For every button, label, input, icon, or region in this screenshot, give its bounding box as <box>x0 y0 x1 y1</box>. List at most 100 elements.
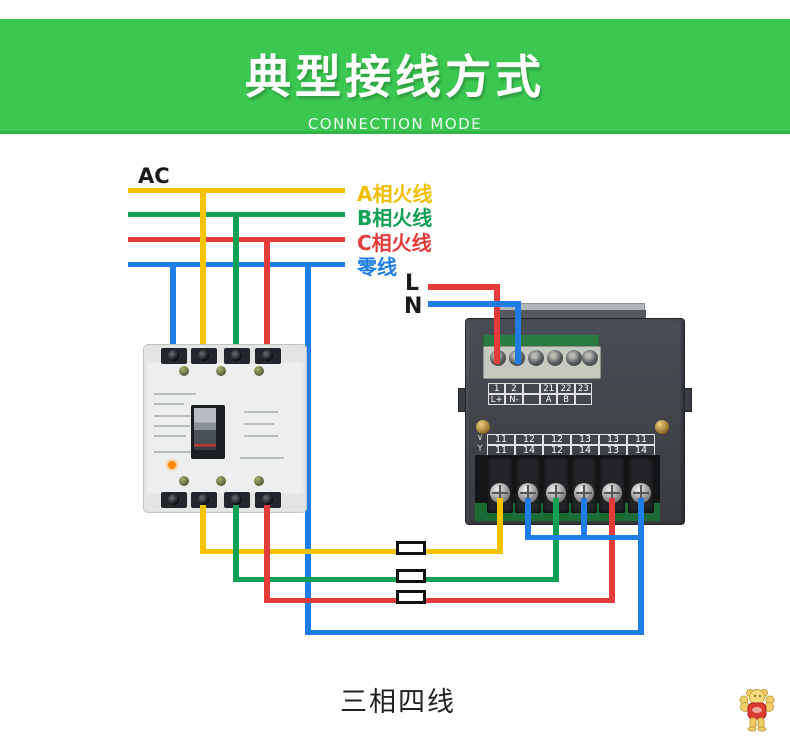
breaker-marking <box>154 451 194 453</box>
table-cell: 23 <box>574 383 592 394</box>
table-cell: B <box>557 394 575 405</box>
table-cell <box>574 394 592 405</box>
neutral-return-wire <box>305 630 644 635</box>
breaker-screw <box>254 476 264 486</box>
ct-a-wire <box>497 498 503 554</box>
ct-a-wire <box>200 505 206 554</box>
breaker-screw <box>179 366 189 376</box>
ct-terminal-screw-1 <box>490 483 510 503</box>
common-jumper-wire <box>525 535 644 540</box>
delta-symbol: ∨ <box>476 433 484 443</box>
l-wire <box>428 284 500 290</box>
table-cell: 21 <box>540 383 558 394</box>
ct-b-wire <box>233 505 239 582</box>
table-cell: 12 <box>515 434 543 445</box>
breaker-marking <box>154 415 192 417</box>
breaker-indicator-dot <box>168 461 176 469</box>
meter-upper-terminal-table: 1 2 21 22 23 L+ N- A B <box>488 383 592 405</box>
phase-a-label: A相火线 <box>357 182 433 206</box>
case-screw-left <box>476 420 490 434</box>
breaker-bottom-terminal-4 <box>255 492 281 508</box>
breaker-bottom-terminal-2 <box>191 492 217 508</box>
breaker-screw <box>179 476 189 486</box>
table-cell: 11 <box>487 434 515 445</box>
breaker-marking <box>244 423 274 425</box>
breaker-top-terminal-2 <box>191 348 217 364</box>
circuit-breaker <box>143 344 307 513</box>
meter-ct-terminal-table: 11 12 12 13 13 11 11 14 12 14 13 14 <box>487 434 655 456</box>
breaker-marking <box>154 425 190 427</box>
aux-terminal-5 <box>566 350 582 366</box>
aux-terminal-3 <box>528 350 544 366</box>
breaker-toggle-window <box>191 405 225 459</box>
n-wire <box>428 301 521 307</box>
wiring-mode-symbols: ∨ Y <box>474 433 486 455</box>
common-jumper-wire <box>525 498 531 540</box>
breaker-marking <box>154 403 184 405</box>
neutral-bypass-wire <box>305 262 311 635</box>
table-cell: A <box>540 394 558 405</box>
caption-three-phase-four-wire: 三相四线 <box>340 687 456 718</box>
breaker-bottom-terminal-1 <box>161 492 187 508</box>
n-terminal-label: N <box>404 294 423 319</box>
common-jumper-wire <box>581 498 587 540</box>
breaker-screw <box>216 476 226 486</box>
ct-terminal-screw-6 <box>631 483 651 503</box>
ct-c-wire <box>609 498 615 603</box>
ct-c-wire <box>264 505 270 603</box>
n-wire <box>515 301 521 364</box>
table-cell: 2 <box>505 383 523 394</box>
header-banner: 典型接线方式 CONNECTION MODE <box>0 19 790 134</box>
ct-terminal-screw-4 <box>574 483 594 503</box>
neutral-label: 零线 <box>357 255 397 279</box>
drop-b-wire <box>233 212 239 358</box>
drop-c-wire <box>264 237 270 358</box>
neutral-return-wire <box>638 498 644 635</box>
table-cell: 1 <box>488 383 506 394</box>
power-meter-rear: 1 2 21 22 23 L+ N- A B ∨ Y 11 12 12 13 1… <box>458 303 692 525</box>
table-cell: 22 <box>557 383 575 394</box>
case-screw-right <box>655 420 669 434</box>
mascot-bear-logo <box>739 689 775 732</box>
breaker-top-terminal-1 <box>161 348 187 364</box>
breaker-screw <box>216 366 226 376</box>
page-title: 典型接线方式 <box>245 50 545 104</box>
aux-terminal-4 <box>547 350 563 366</box>
ac-label: AC <box>138 164 170 188</box>
breaker-screw <box>254 366 264 376</box>
table-cell <box>522 383 540 394</box>
breaker-marking <box>244 411 278 413</box>
phase-b-label: B相火线 <box>357 206 433 230</box>
breaker-top-terminal-4 <box>255 348 281 364</box>
table-cell: 13 <box>571 434 599 445</box>
table-cell <box>522 394 540 405</box>
ct-terminal-screw-3 <box>546 483 566 503</box>
page-subtitle: CONNECTION MODE <box>307 115 483 133</box>
breaker-marking <box>154 393 196 395</box>
ct-b-wire <box>553 498 559 582</box>
drop-n-wire <box>170 262 176 358</box>
table-cell: L+ <box>488 394 506 405</box>
l-wire <box>494 284 500 364</box>
ct-terminal-screw-5 <box>602 483 622 503</box>
breaker-marking <box>154 435 186 437</box>
wye-symbol: Y <box>477 444 483 454</box>
breaker-marking <box>244 435 278 437</box>
ct-c-wire <box>264 598 615 603</box>
phase-c-label: C相火线 <box>357 231 432 255</box>
meter-ct-terminal-block <box>475 455 660 521</box>
table-cell: 12 <box>543 434 571 445</box>
ct-symbol-a <box>396 541 426 555</box>
l-terminal-label: L <box>405 271 420 296</box>
ct-terminal-screw-2 <box>518 483 538 503</box>
aux-terminal-6 <box>582 350 598 366</box>
ct-a-wire <box>200 549 503 554</box>
breaker-marking <box>240 457 284 459</box>
ct-symbol-c <box>396 590 426 604</box>
table-cell: 13 <box>599 434 627 445</box>
meter-top-pcb <box>483 335 599 349</box>
table-cell: 11 <box>627 434 655 445</box>
breaker-top-terminal-3 <box>224 348 250 364</box>
ct-symbol-b <box>396 569 426 583</box>
